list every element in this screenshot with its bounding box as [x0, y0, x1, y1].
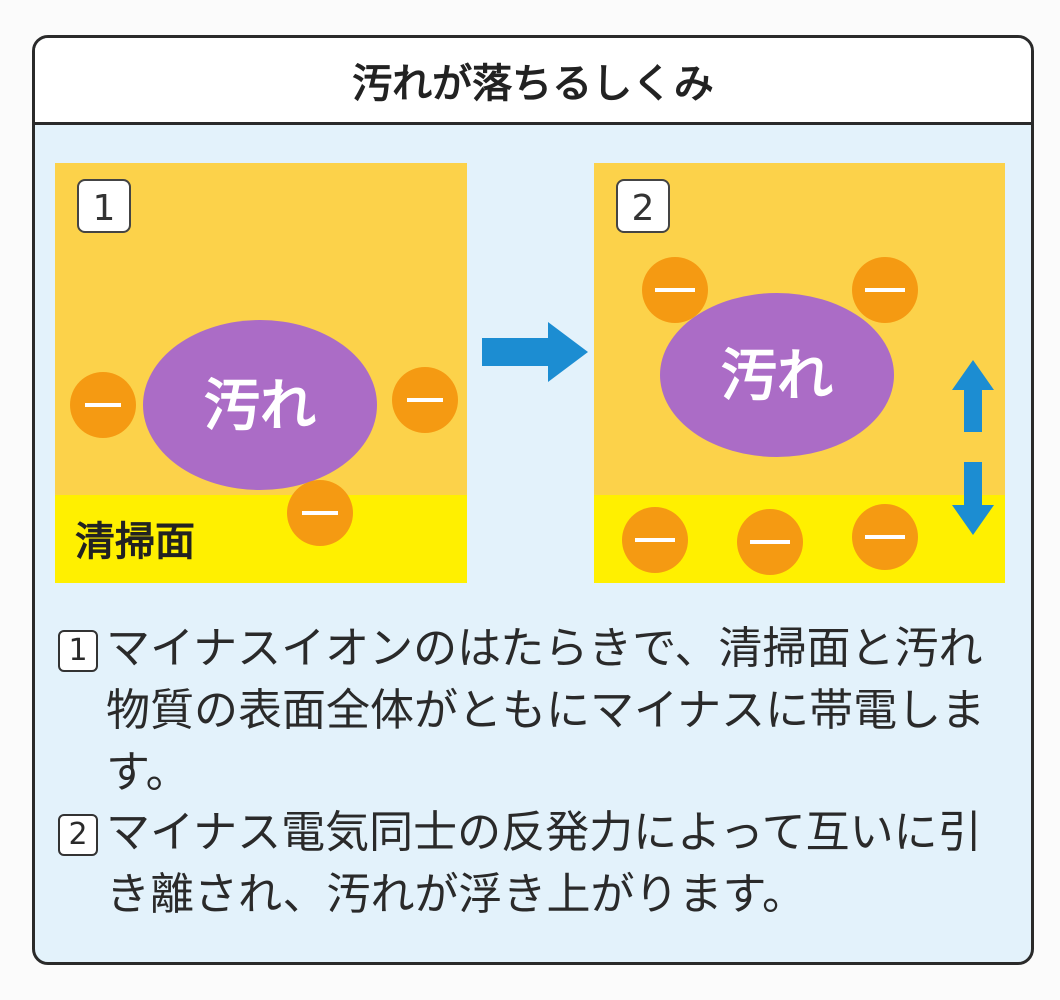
diagram-title: 汚れが落ちるしくみ [35, 38, 1031, 125]
description-text: マイナス電気同士の反発力によって互いに引き離され、汚れが浮き上がります。 [106, 807, 982, 920]
panel-2: 2 汚れ [594, 163, 1005, 583]
panel-number: 2 [632, 188, 655, 229]
step-number: 2 [58, 814, 98, 856]
panel-1: 1 汚れ 清掃面 [55, 163, 467, 583]
dirt-blob [660, 293, 894, 457]
dirt-label: 汚れ [721, 344, 833, 409]
right-arrow-icon [482, 322, 588, 382]
down-arrow-icon [952, 462, 994, 535]
up-arrow-icon [952, 360, 994, 432]
dirt-label: 汚れ [204, 374, 316, 439]
panel-number: 1 [93, 188, 116, 229]
description-text: マイナスイオンのはたらきで、清掃面と汚れ物質の表面全体がともにマイナスに帯電しま… [106, 623, 986, 798]
cleaning-surface [55, 495, 467, 583]
surface-label: 清掃面 [75, 519, 195, 565]
step-number: 1 [58, 630, 98, 672]
dirt-blob [143, 320, 377, 490]
